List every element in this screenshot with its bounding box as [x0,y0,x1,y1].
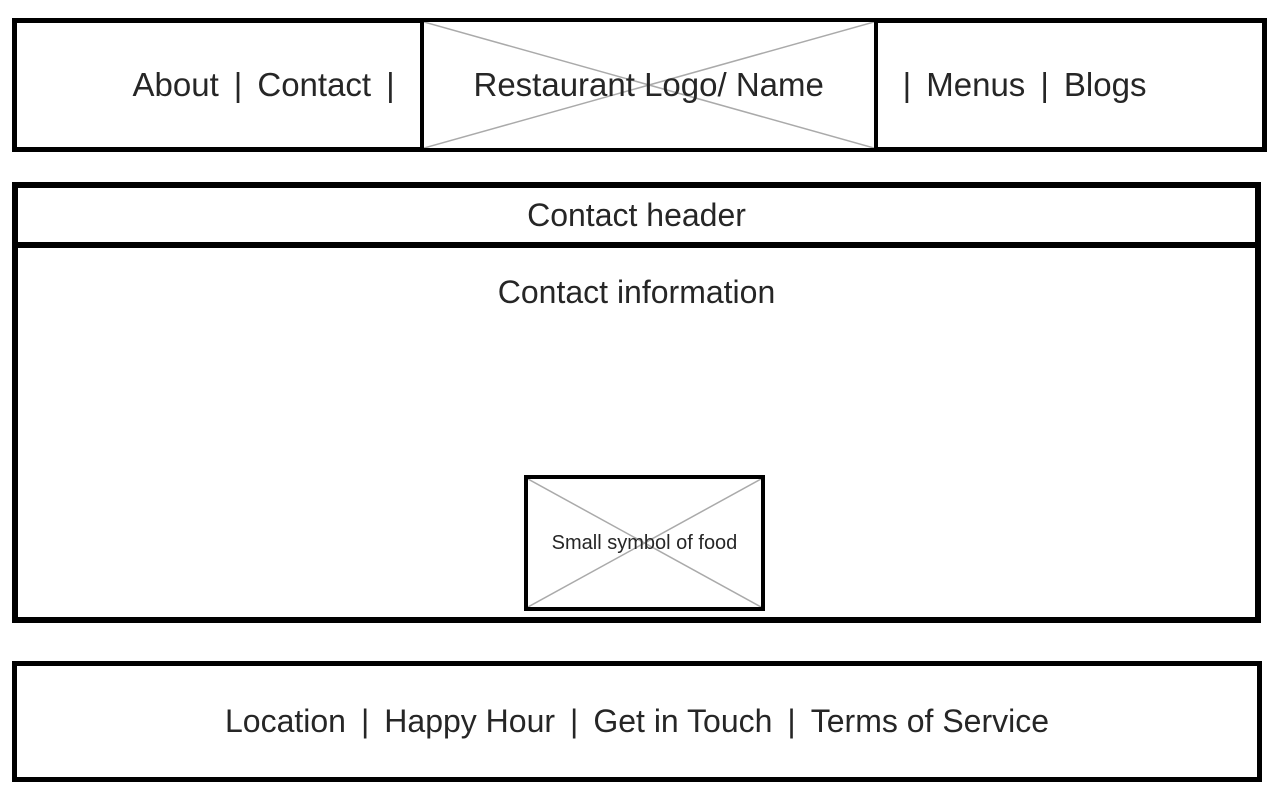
contact-section: Contact header Contact information Small… [12,182,1261,623]
restaurant-logo-placeholder[interactable]: Restaurant Logo/ Name [419,18,878,152]
footer-link-happy-hour[interactable]: Happy Hour [384,703,556,739]
footer-link-get-in-touch[interactable]: Get in Touch [593,703,773,739]
nav-separator: | [1040,66,1049,103]
food-symbol-image-placeholder: Small symbol of food [524,475,765,611]
nav-separator: | [386,66,395,103]
nav-link-menus[interactable]: Menus [926,66,1026,103]
footer-separator: | [360,703,370,739]
contact-header-band: Contact header [18,188,1255,248]
image-placeholder-x-icon [528,479,761,607]
nav-separator: | [902,66,912,103]
footer-bar: Location | Happy Hour | Get in Touch | T… [12,661,1262,782]
food-symbol-label: Small symbol of food [551,531,738,554]
footer-separator: | [787,703,796,739]
footer-link-terms-of-service[interactable]: Terms of Service [810,703,1050,739]
nav-link-blogs[interactable]: Blogs [1063,66,1147,103]
nav-link-about[interactable]: About [132,66,219,103]
nav-link-contact[interactable]: Contact [257,66,372,103]
nav-separator: | [233,66,243,103]
footer-link-location[interactable]: Location [224,703,346,739]
contact-information-text: Contact information [497,274,776,310]
top-navigation-bar: About | Contact | Restaurant Logo/ Name … [12,18,1267,152]
restaurant-logo-label: Restaurant Logo/ Name [473,66,824,103]
footer-separator: | [570,703,579,739]
contact-body: Contact information Small symbol of food [18,248,1255,611]
image-placeholder-x-icon [424,22,874,148]
contact-header-title: Contact header [527,196,746,233]
